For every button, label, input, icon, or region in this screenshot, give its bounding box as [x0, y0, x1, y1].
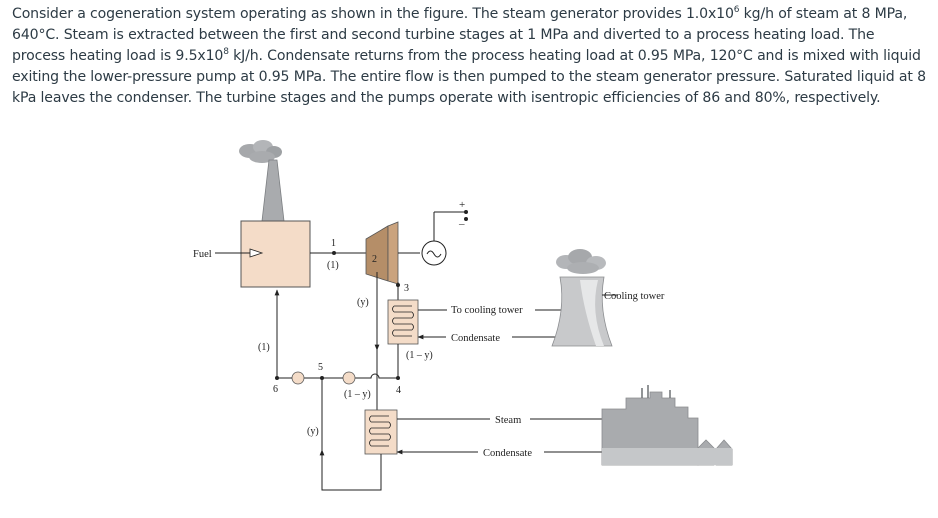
terminal-minus: –: [458, 218, 465, 230]
cooling-tower-cloud: [556, 249, 606, 274]
ac-symbol-icon: [426, 250, 442, 258]
terminal-minus-point: [464, 217, 468, 221]
cooling-tower-highlight: [580, 280, 604, 346]
steam-label-bg: [490, 412, 530, 426]
low-pressure-pump: [342, 371, 356, 385]
high-pressure-pump: [291, 371, 305, 385]
terminal-plus: +: [459, 199, 465, 211]
problem-text-2: kg/h of steam at 8 MPa, 640°C. Steam is …: [12, 6, 908, 64]
condensate-2-label-bg: [478, 445, 544, 459]
state-5-label: 5: [318, 362, 323, 373]
factory-building: [601, 391, 699, 466]
exponent-steam-rate: 6: [733, 5, 740, 15]
problem-statement: Consider a cogeneration system operating…: [12, 4, 927, 109]
line-4-to-pump: [355, 373, 398, 379]
factory-chimneys: [641, 385, 671, 398]
terminal-plus-point: [464, 210, 468, 214]
steam-label: Steam: [495, 415, 521, 426]
state-1-point: [332, 251, 336, 255]
flow-y-bottom-label: (y): [307, 426, 319, 437]
process-condensate-line: [319, 449, 382, 491]
flow-y-top-label: (y): [357, 297, 369, 308]
problem-text-3: kJ/h. Condensate returns from the proces…: [12, 48, 926, 106]
smokestack: [261, 159, 285, 222]
flow-1-label: (1): [327, 260, 339, 271]
process-coil-icon: [369, 415, 391, 447]
state-3-label: 3: [404, 283, 409, 294]
condensate-1-label-bg: [446, 330, 512, 344]
fuel-label: Fuel: [193, 249, 212, 260]
to-cooling-tower-label-bg: [447, 302, 535, 316]
problem-text-1: Consider a cogeneration system operating…: [12, 6, 734, 22]
condenser-coil-icon: [392, 305, 414, 337]
condensate-1-label: Condensate: [451, 333, 500, 344]
condensate-2-label: Condensate: [483, 448, 532, 459]
facility-base: [602, 448, 732, 465]
state-6-label: 6: [273, 384, 278, 395]
electric-generator: [421, 240, 447, 266]
state-4-label: 4: [396, 385, 401, 396]
state-1-label: 1: [331, 238, 336, 249]
flow-1-minus-y-right-label: (1 – y): [406, 350, 433, 361]
flow-1-left-label: (1): [258, 342, 270, 353]
state-2-label: 2: [372, 254, 377, 265]
state-3-point: [396, 283, 400, 287]
turbine-stage-2: [387, 221, 399, 285]
flow-1-minus-y-bottom-label: (1 – y): [344, 389, 371, 400]
smoke-cloud: [239, 140, 282, 163]
fuel-arrow: [249, 248, 264, 258]
exponent-heating-load: 8: [223, 47, 229, 57]
cooling-tower-label: Cooling tower: [604, 291, 665, 302]
to-cooling-tower-text: To cooling tower: [451, 305, 523, 316]
